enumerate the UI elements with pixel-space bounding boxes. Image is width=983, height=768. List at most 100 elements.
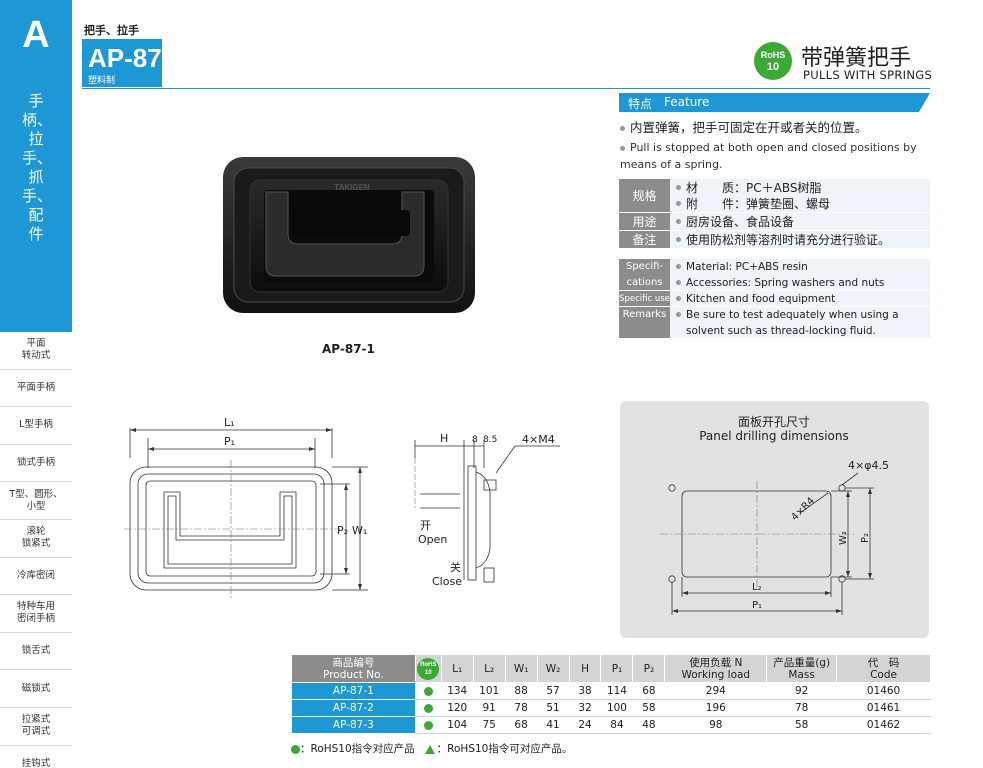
feature-text-cn-value: 内置弹簧，把手可固定在开或者关的位置。 xyxy=(630,120,868,135)
panel-drilling-drawing: 面板开孔尺寸 Panel drilling dimensions 4×φ4.5 xyxy=(660,415,889,615)
table-row: AP-87-1 134 101 88 57 38 114 68 294 92 0… xyxy=(291,682,931,700)
spec-material: 材 质：PC＋ABS树脂 xyxy=(686,181,822,195)
feature-text-en-value: Pull is stopped at both open and closed … xyxy=(620,141,917,171)
th-product-en: Product No. xyxy=(323,668,384,681)
bullet-icon xyxy=(676,264,681,269)
sidebar-item-t-round-small[interactable]: T型、圆形、 小型 xyxy=(0,482,72,520)
cell-load: 98 xyxy=(664,716,767,734)
legend-triangle-text: ：RoHS10指令可对应产品。 xyxy=(436,743,573,755)
cell-w2: 51 xyxy=(537,699,570,717)
model-material: 塑料制 xyxy=(88,76,116,86)
spec-value: 材 质：PC＋ABS树脂 附 件：弹簧垫圈、螺母 xyxy=(670,179,930,213)
th-p1: P₁ xyxy=(600,654,634,683)
table-row: AP-87-2 120 91 78 51 32 100 58 196 78 01… xyxy=(291,699,931,717)
cell-code: 01462 xyxy=(836,716,931,734)
sidebar-item-cold-storage[interactable]: 冷库密闭 xyxy=(0,558,72,596)
th-l1: L₁ xyxy=(440,654,474,683)
th-w1: W₁ xyxy=(504,654,538,683)
cell-p2: 68 xyxy=(632,682,665,700)
section-letter: A xyxy=(22,14,50,56)
page-title-cn: 带弹簧把手 xyxy=(801,46,912,71)
sidebar-nav: 平面 转动式 平面手柄 L型手柄 锁式手柄 T型、圆形、 小型 滚轮 锁紧式 冷… xyxy=(0,332,72,768)
th-mass-cn: 产品重量(g) xyxy=(773,656,831,669)
rohs-badge-number: 10 xyxy=(766,61,780,73)
spec-material-en: Material: PC+ABS resin xyxy=(686,260,808,273)
th-h: H xyxy=(568,654,602,683)
dim-h: H xyxy=(440,432,448,445)
cell-w2: 57 xyxy=(537,682,570,700)
cell-w2: 41 xyxy=(537,716,570,734)
cell-p2: 58 xyxy=(632,699,665,717)
cell-w1: 88 xyxy=(505,682,538,700)
bullet-icon xyxy=(676,312,681,317)
cell-l2: 101 xyxy=(473,682,506,700)
spec-key: Remarks xyxy=(619,307,670,339)
bullet-icon xyxy=(620,145,625,151)
cell-product[interactable]: AP-87-1 xyxy=(291,682,416,700)
feature-text-en: Pull is stopped at both open and closed … xyxy=(620,139,930,173)
side-view-drawing: H 8 8.5 4×M4 开 Open 关 Close xyxy=(414,432,560,588)
sidebar-item-roller-lock[interactable]: 滚轮 锁紧式 xyxy=(0,520,72,558)
radius-label: 4×R4 xyxy=(789,495,817,523)
cell-code: 01460 xyxy=(836,682,931,700)
panel-title-cn: 面板开孔尺寸 xyxy=(738,415,810,429)
panel-drilling-box: 面板开孔尺寸 Panel drilling dimensions 4×φ4.5 xyxy=(620,401,929,638)
cell-l1: 120 xyxy=(441,699,474,717)
photo-caption: AP-87-1 xyxy=(322,342,375,356)
spec-row-use: 用途 厨房设备、食品设备 xyxy=(619,213,930,231)
spec-row-specific-use: Specific use Kitchen and food equipment xyxy=(619,291,930,307)
spec-row-spec: 规格 材 质：PC＋ABS树脂 附 件：弹簧垫圈、螺母 xyxy=(619,179,930,213)
rohs-badge-text: RoHS xyxy=(760,50,786,60)
open-label-en: Open xyxy=(418,533,447,546)
sidebar-header: A 手柄、拉手、抓手、配件 xyxy=(0,0,72,332)
spec-key: 规格 xyxy=(619,179,670,213)
sidebar-item-l-handle[interactable]: L型手柄 xyxy=(0,407,72,445)
bullet-icon xyxy=(676,219,681,224)
product-photo: TAKIGEN xyxy=(220,150,480,324)
cell-mass: 78 xyxy=(766,699,837,717)
sidebar-item-flat-handle[interactable]: 平面手柄 xyxy=(0,370,72,408)
cell-p1: 114 xyxy=(600,682,633,700)
close-label-cn: 关 xyxy=(450,560,461,574)
cell-load: 294 xyxy=(664,682,767,700)
sidebar-item-vehicle-sealed[interactable]: 特种车用 密闭手柄 xyxy=(0,595,72,633)
bullet-icon xyxy=(676,280,681,285)
cell-h: 32 xyxy=(569,699,601,717)
dim-p1: P₁ xyxy=(224,435,235,448)
panel-dim-p2: P₂ xyxy=(860,533,871,543)
rohs-header-text: RoHS xyxy=(420,661,437,668)
spec-row-remarks: 备注 使用防松剂等溶剂时请充分进行验证。 xyxy=(619,231,930,249)
sidebar-item-draw-adjustable[interactable]: 拉紧式 可调式 xyxy=(0,708,72,746)
header-rule xyxy=(82,88,930,89)
spec-row-remarks-en: Remarks Be sure to test adequately when … xyxy=(619,307,930,339)
sidebar-item-flat-rotary[interactable]: 平面 转动式 xyxy=(0,332,72,370)
spec-value: 使用防松剂等溶剂时请充分进行验证。 xyxy=(670,231,930,249)
cell-mass: 58 xyxy=(766,716,837,734)
spec-table-cn: 规格 材 质：PC＋ABS树脂 附 件：弹簧垫圈、螺母 用途 厨房设备、食品设备… xyxy=(619,179,930,249)
brand-mark: TAKIGEN xyxy=(334,183,370,192)
model-name: AP-87 xyxy=(88,43,162,73)
sidebar-item-latch-tongue[interactable]: 锁舌式 xyxy=(0,633,72,671)
th-code-en: Code xyxy=(870,668,897,681)
thread-label: 4×M4 xyxy=(522,433,555,446)
spec-value: Kitchen and food equipment xyxy=(670,291,930,307)
sidebar-item-magnetic[interactable]: 磁锁式 xyxy=(0,670,72,708)
cell-product[interactable]: AP-87-2 xyxy=(291,699,416,717)
bullet-icon xyxy=(620,126,625,131)
sidebar-item-hook[interactable]: 挂钩式 xyxy=(0,746,72,768)
rohs-circle-icon xyxy=(291,744,300,754)
cell-h: 38 xyxy=(569,682,601,700)
th-product-cn: 商品编号 xyxy=(332,656,375,669)
cell-w1: 78 xyxy=(505,699,538,717)
cell-product[interactable]: AP-87-3 xyxy=(291,716,416,734)
legend-circle-text: ：RoHS10指令对应产品 xyxy=(300,743,415,755)
dim-8: 8 xyxy=(472,435,478,445)
spec-value: Material: PC+ABS resin Accessories: Spri… xyxy=(670,259,930,291)
dim-w1: W₁ xyxy=(352,524,367,537)
bullet-icon xyxy=(676,201,681,206)
sidebar-item-lock-handle[interactable]: 锁式手柄 xyxy=(0,445,72,483)
